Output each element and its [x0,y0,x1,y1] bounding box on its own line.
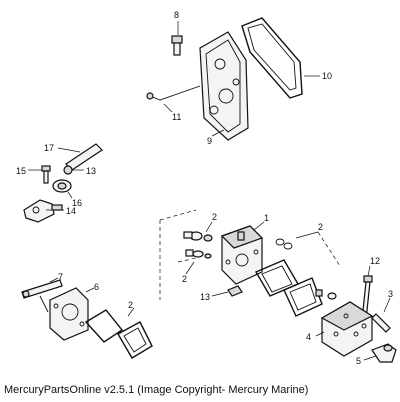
callout-14: 14 [66,206,76,216]
elbow-fitting-part-5 [371,343,397,363]
callout-10: 10 [322,71,332,81]
fuel-pump-body-assembly [159,209,341,317]
callout-6: 6 [94,282,99,292]
spacer-parts [315,289,337,300]
callout-9: 9 [207,136,212,146]
gasket-part-2-lower-left [84,309,153,359]
callout-12: 12 [370,256,380,266]
pin-part-15 [41,165,51,184]
callout-8: 8 [174,10,179,20]
callout-2-upper: 2 [212,212,217,222]
fitting-part-2-lower [185,249,212,259]
callout-17: 17 [44,143,54,153]
callout-13-lower: 13 [200,292,210,302]
link-part-7 [21,279,63,313]
seal-part-16 [52,179,72,193]
screw-part-8 [171,35,183,56]
pump-body-part-1 [220,225,264,285]
bottom-left-assembly [21,277,153,359]
callout-5: 5 [356,356,361,366]
callout-2-right: 2 [318,222,323,232]
callout-7: 7 [58,272,63,282]
callout-13-left: 13 [86,166,96,176]
callout-1: 1 [264,213,269,223]
gasket-set-part-2 [254,259,323,317]
cover-plate-part-9 [199,31,249,141]
hose-part-17 [65,143,103,171]
right-cover-assembly [315,265,397,363]
callout-2-lower: 2 [182,274,187,284]
callout-3: 3 [388,289,393,299]
fitting-part-2-upper [183,231,213,242]
callout-16: 16 [72,198,82,208]
screw-part-3 [371,313,391,333]
washers-part-2-right [275,238,293,250]
callout-15: 15 [16,166,26,176]
wire-part-11 [146,85,201,101]
plate-part-6 [49,287,89,341]
callout-2-lower-left: 2 [128,300,133,310]
gasket-part-10 [241,17,303,99]
callout-4: 4 [306,332,311,342]
grommet-part-13-left [63,165,73,175]
left-fitting-assembly [23,143,103,223]
pump-cover-part-4 [320,301,374,357]
valve-part-14 [23,199,63,223]
grommet-part-13-lower [227,285,243,297]
top-cover-assembly [146,17,320,141]
callout-11: 11 [172,112,181,122]
exploded-parts-diagram: 8 10 11 9 17 15 13 16 14 2 1 2 2 12 7 6 … [16,10,397,366]
image-caption: MercuryPartsOnline v2.5.1 (Image Copyrig… [4,384,309,396]
